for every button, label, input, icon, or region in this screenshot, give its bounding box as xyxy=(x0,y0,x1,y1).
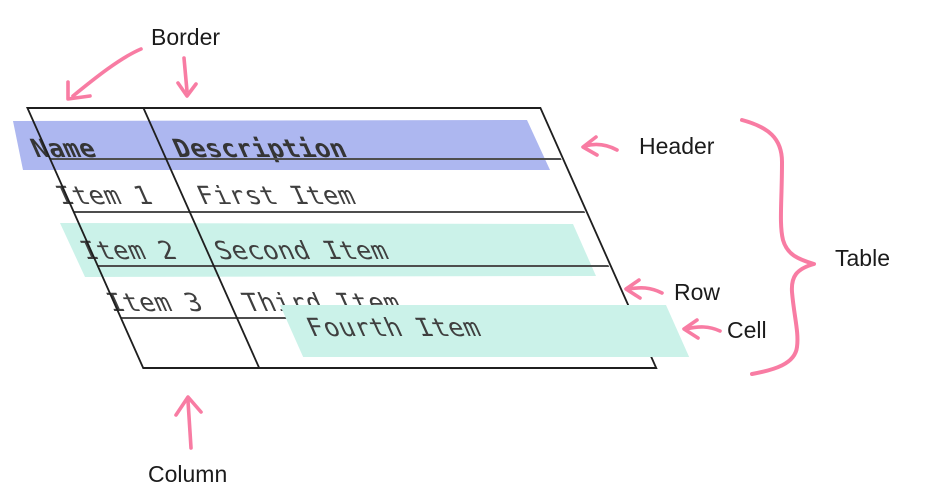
cell-highlight: Fourth Item xyxy=(280,305,690,357)
header-label: Header xyxy=(639,133,715,159)
table-label: Table xyxy=(835,245,890,271)
border-arrow-curved xyxy=(66,47,143,101)
column-arrow xyxy=(174,395,203,450)
border-label: Border xyxy=(151,24,221,50)
column-label: Column xyxy=(148,461,228,487)
border-arrow-straight xyxy=(176,56,198,98)
cell-fourth-item: Fourth Item xyxy=(301,313,486,342)
row-label: Row xyxy=(674,279,721,305)
row-highlight xyxy=(60,223,596,277)
header-highlight xyxy=(13,120,550,170)
cell-label: Cell xyxy=(727,317,767,343)
